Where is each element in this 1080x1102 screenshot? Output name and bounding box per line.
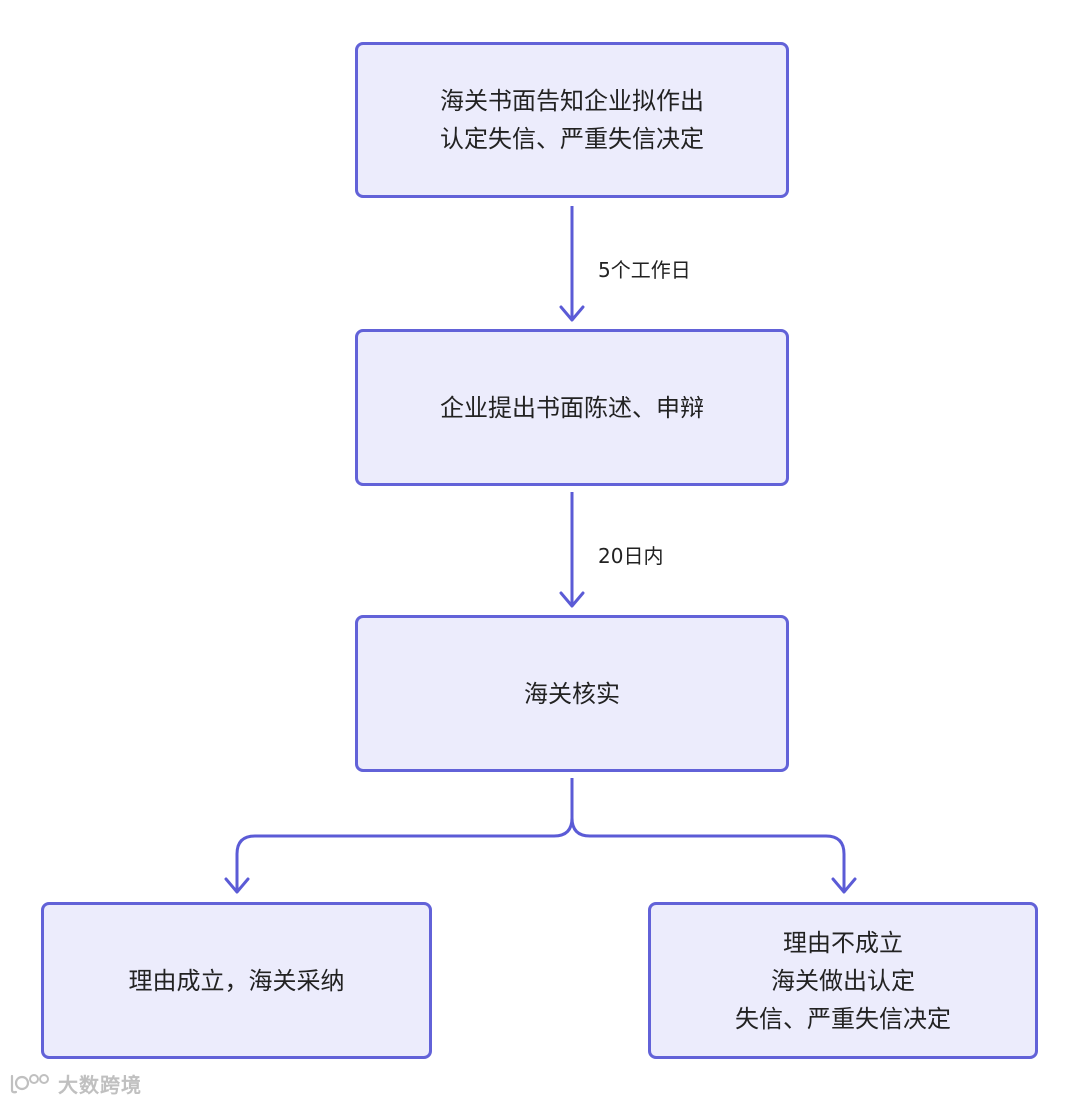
node-verify-line-1: 海关核实: [524, 679, 620, 708]
arrowhead-icon: [224, 877, 250, 894]
arrowhead-icon: [559, 591, 585, 608]
watermark: 大数跨境: [8, 1068, 142, 1098]
edge-label-5-workdays: 5个工作日: [598, 258, 691, 282]
edge-verify-to-rejected: [570, 778, 846, 890]
node-rejected-line-2: 海关做出认定: [771, 966, 915, 995]
watermark-text: 大数跨境: [58, 1072, 142, 1097]
node-notify-line-1: 海关书面告知企业拟作出: [440, 87, 704, 115]
node-verify: 海关核实: [355, 615, 789, 772]
logo-icon: [10, 1074, 49, 1094]
node-notify: 海关书面告知企业拟作出 认定失信、严重失信决定: [355, 42, 789, 198]
node-rejected: 理由不成立 海关做出认定 失信、严重失信决定: [648, 902, 1038, 1059]
arrowhead-icon: [559, 305, 585, 322]
edge-verify-to-accepted: [235, 778, 574, 890]
node-notify-line-2: 认定失信、严重失信决定: [440, 125, 704, 153]
edge-label-20-days: 20日内: [598, 544, 664, 568]
node-accepted-line-1: 理由成立，海关采纳: [128, 966, 345, 995]
node-rejected-line-3: 失信、严重失信决定: [735, 1004, 951, 1033]
arrowhead-icon: [831, 877, 857, 894]
node-statement: 企业提出书面陈述、申辩: [355, 329, 789, 486]
node-statement-line-1: 企业提出书面陈述、申辩: [440, 393, 704, 422]
node-rejected-line-1: 理由不成立: [783, 928, 903, 957]
node-accepted: 理由成立，海关采纳: [41, 902, 432, 1059]
